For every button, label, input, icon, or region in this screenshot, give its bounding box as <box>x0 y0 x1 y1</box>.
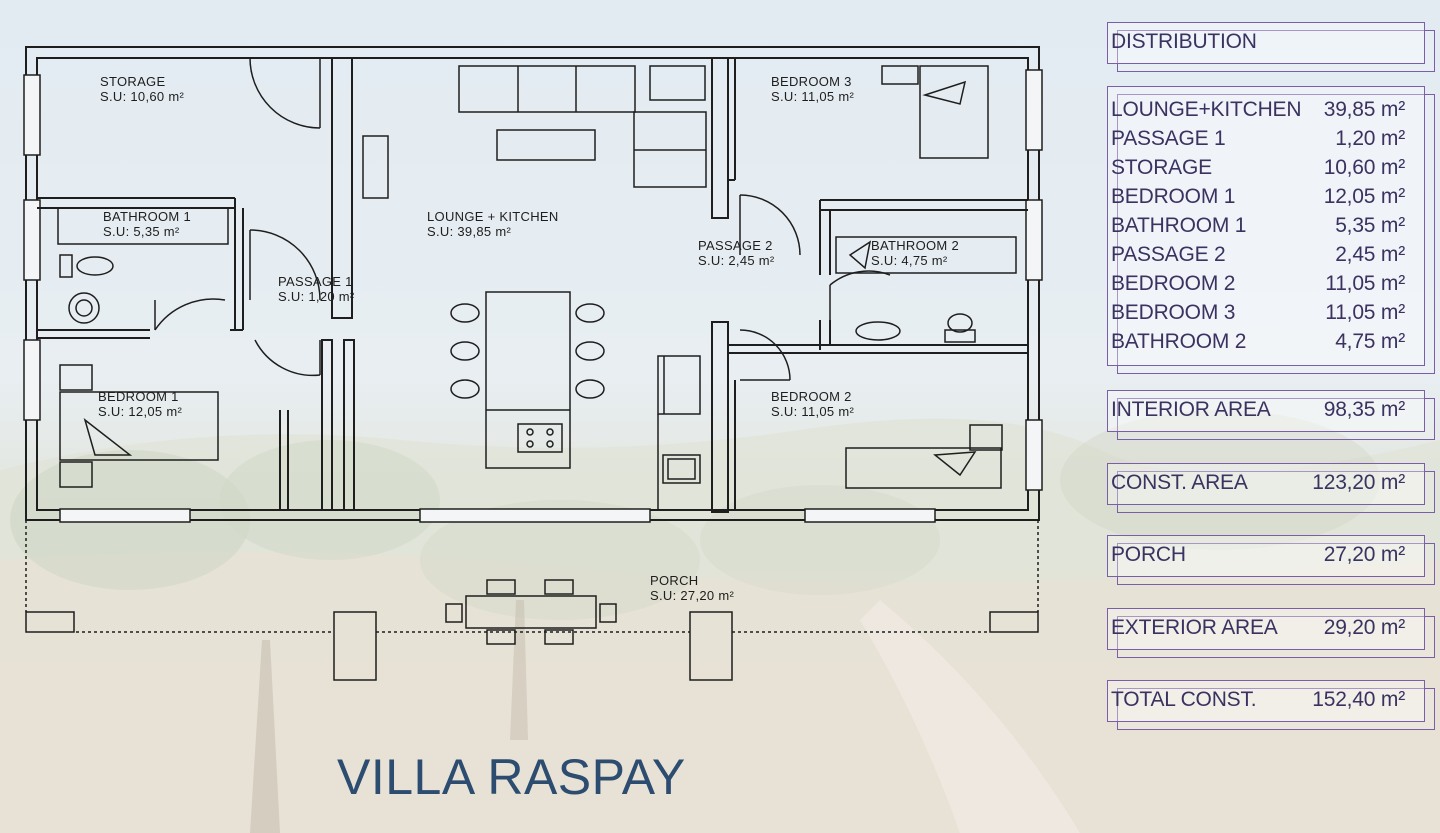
porch-value: 27,20 m² <box>1323 543 1405 566</box>
room-name-passage-1: PASSAGE 1 <box>278 274 353 289</box>
room-area-bedroom-1: S.U: 12,05 m² <box>98 404 182 419</box>
interior-walls <box>37 57 1028 513</box>
outer-walls <box>25 46 1040 521</box>
const-area-value: 123,20 m² <box>1312 471 1405 494</box>
room-name-bedroom-1: BEDROOM 1 <box>98 389 179 404</box>
room-name-porch: PORCH <box>650 573 698 588</box>
legend-exterior-area-box: EXTERIOR AREA 29,20 m² <box>1107 608 1435 658</box>
legend-distribution-heading-box: DISTRIBUTION <box>1107 22 1435 72</box>
room-name-bathroom-1: BATHROOM 1 <box>103 209 191 224</box>
room-area-bathroom-2: S.U: 4,75 m² <box>871 253 948 268</box>
room-name-bedroom-2: BEDROOM 2 <box>771 389 852 404</box>
room-name-bathroom-2: BATHROOM 2 <box>871 238 959 253</box>
room-area-bedroom-3: S.U: 11,05 m² <box>771 89 855 104</box>
room-area-bathroom-1: S.U: 5,35 m² <box>103 224 180 239</box>
total-const-label: TOTAL CONST. <box>1111 688 1257 711</box>
room-area-passage-1: S.U: 1,20 m² <box>278 289 355 304</box>
villa-title: VILLA RASPAY <box>337 749 686 805</box>
lounge-furniture <box>362 65 707 510</box>
legend-const-area-box: CONST. AREA 123,20 m² <box>1107 463 1435 513</box>
room-fixtures <box>57 65 1017 489</box>
room-name-bedroom-3: BEDROOM 3 <box>771 74 852 89</box>
floor-plan: STORAGE S.U: 10,60 m² BATHROOM 1 S.U: 5,… <box>23 46 1043 681</box>
room-area-porch: S.U: 27,20 m² <box>650 588 734 603</box>
room-name-passage-2: PASSAGE 2 <box>698 238 773 253</box>
legend-interior-area-box: INTERIOR AREA 98,35 m² <box>1107 390 1435 440</box>
const-area-label: CONST. AREA <box>1111 471 1248 494</box>
legend-total-const-box: TOTAL CONST. 152,40 m² <box>1107 680 1435 730</box>
room-area-bedroom-2: S.U: 11,05 m² <box>771 404 855 419</box>
room-area-passage-2: S.U: 2,45 m² <box>698 253 775 268</box>
room-area-lounge-kitchen: S.U: 39,85 m² <box>427 224 511 239</box>
room-name-storage: STORAGE <box>100 74 165 89</box>
room-name-lounge-kitchen: LOUNGE + KITCHEN <box>427 209 559 224</box>
porch-furniture <box>25 520 1039 681</box>
room-area-storage: S.U: 10,60 m² <box>100 89 184 104</box>
windows <box>23 69 1043 523</box>
exterior-area-value: 29,20 m² <box>1323 616 1405 639</box>
interior-area-label: INTERIOR AREA <box>1111 398 1271 421</box>
legend-heading: DISTRIBUTION <box>1111 30 1257 53</box>
interior-area-value: 98,35 m² <box>1323 398 1405 421</box>
doors <box>154 57 891 381</box>
room-labels: STORAGE S.U: 10,60 m² BATHROOM 1 S.U: 5,… <box>98 74 959 603</box>
porch-label: PORCH <box>1111 543 1186 566</box>
legend-porch-box: PORCH 27,20 m² <box>1107 535 1435 585</box>
total-const-value: 152,40 m² <box>1312 688 1405 711</box>
exterior-area-label: EXTERIOR AREA <box>1111 616 1278 639</box>
